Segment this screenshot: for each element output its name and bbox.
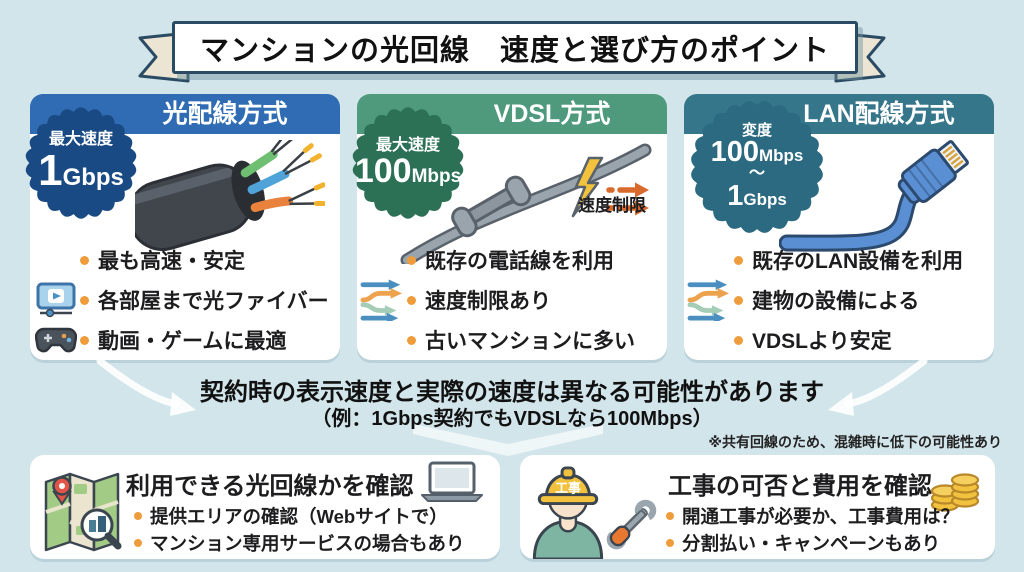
coins-icon	[930, 473, 980, 512]
badge-unit: Gbps	[743, 189, 787, 209]
badge-unit: Gbps	[62, 163, 124, 191]
list-item: 古いマンションに多い	[359, 320, 665, 360]
bullet-text: 分割払い・キャンペーンもあり	[682, 532, 941, 554]
max-speed-badge: 最大速度 100Mbps	[347, 102, 469, 224]
bullet-dot	[734, 295, 743, 305]
list-item: 最も高速・安定	[32, 240, 338, 280]
check-card-availability: 利用できる光回線かを確認 提供エリアの確認（Webサイトで） マンション専用サー…	[30, 455, 500, 559]
feature-list: 既存の電話線を利用 速度制限あり 古いマンションに多い	[359, 240, 665, 360]
method-card-vdsl: VDSL方式 最大速度 100Mbps 速度制限	[352, 94, 667, 360]
notice-line2: （例：1Gbps契約でもVDSLなら100Mbps）	[311, 408, 713, 430]
notice-line1: 契約時の表示速度と実際の速度は異なる可能性があります	[200, 379, 824, 406]
page-title: マンションの光回線 速度と選び方のポイント	[172, 21, 858, 74]
bullet-text: 速度制限あり	[425, 290, 551, 313]
bullet-dot	[407, 335, 416, 345]
bullet-text: 各部屋まで光ファイバー	[98, 290, 329, 313]
method-card-lan: LAN配線方式 変度 100Mbps 〜 1Gbps	[684, 94, 994, 360]
speed-arrows-icon	[686, 279, 734, 321]
bullet-text: 最も高速・安定	[98, 250, 245, 273]
laptop-icon	[421, 461, 483, 502]
bullet-text: 提供エリアの確認（Webサイトで）	[150, 505, 448, 527]
bullet-dot	[666, 538, 674, 547]
bullet-text: VDSLより安定	[752, 330, 892, 353]
bullet-text: 建物の設備による	[752, 290, 920, 313]
list-item: 動画・ゲームに最適	[32, 320, 338, 360]
bullet-dot	[80, 295, 89, 305]
badge-label: 変度	[741, 121, 772, 139]
list-item: 既存のLAN設備を利用	[686, 240, 992, 280]
video-player-icon	[32, 282, 80, 318]
check-list: 開通工事が必要か、工事費用は？ 分割払い・キャンペーンもあり	[666, 502, 959, 556]
badge-separator: 〜	[748, 165, 765, 183]
list-item: 分割払い・キャンペーンもあり	[666, 529, 959, 556]
game-controller-icon	[32, 326, 80, 354]
bullet-text: マンション専用サービスの場合もあり	[150, 532, 465, 554]
list-item: 提供エリアの確認（Webサイトで）	[134, 502, 465, 529]
bullet-dot	[134, 538, 142, 547]
list-item: マンション専用サービスの場合もあり	[134, 529, 465, 556]
check-card-construction: 工事 工事の可否と費用を確認	[520, 455, 995, 559]
bullet-text: 既存の電話線を利用	[425, 250, 614, 273]
speed-range-badge: 変度 100Mbps 〜 1Gbps	[686, 96, 828, 238]
list-item: 速度制限あり	[359, 279, 665, 321]
list-item: 既存の電話線を利用	[359, 240, 665, 280]
list-item: 各部屋まで光ファイバー	[32, 280, 338, 320]
badge-value: 100	[710, 135, 759, 168]
bullet-text: 開通工事が必要か、工事費用は？	[682, 505, 960, 527]
lan-cable-icon	[779, 140, 969, 252]
fiber-optic-cable-icon	[135, 140, 325, 251]
helmet-label: 工事	[555, 481, 581, 496]
feature-list: 最も高速・安定 各部屋まで光ファイバー	[32, 240, 338, 360]
method-card-fiber: 光配線方式 最大速度 1Gbps	[25, 94, 340, 360]
phone-line-speed-limit-icon	[400, 143, 652, 264]
badge-value: 1	[727, 179, 744, 212]
check-list: 提供エリアの確認（Webサイトで） マンション専用サービスの場合もあり	[134, 502, 465, 556]
max-speed-badge: 最大速度 1Gbps	[20, 102, 142, 224]
notice-footnote: ※共有回線のため、混雑時に低下の可能性あり	[708, 434, 1002, 450]
bullet-dot	[407, 295, 416, 305]
bullet-text: 動画・ゲームに最適	[98, 330, 287, 353]
bullet-dot	[80, 255, 89, 265]
speed-limit-label: 速度制限	[578, 196, 646, 215]
list-item: VDSLより安定	[686, 320, 992, 360]
feature-list: 既存のLAN設備を利用 建物の設備による VDSLより安定	[686, 240, 992, 360]
speed-arrows-icon	[359, 279, 407, 321]
bullet-dot	[734, 255, 743, 265]
check-card-title: 利用できる光回線かを確認	[126, 473, 414, 500]
construction-worker-icon: 工事	[532, 466, 604, 559]
bullet-dot	[734, 335, 743, 345]
badge-unit: Mbps	[759, 145, 804, 165]
check-card-title: 工事の可否と費用を確認	[668, 473, 932, 500]
badge-unit: Mbps	[411, 165, 462, 187]
bullet-dot	[407, 255, 416, 265]
bullet-text: 既存のLAN設備を利用	[752, 250, 964, 273]
crossed-tools-icon	[606, 499, 657, 550]
list-item: 開通工事が必要か、工事費用は？	[666, 502, 959, 529]
badge-label: 最大速度	[48, 131, 113, 149]
map-icon	[44, 472, 122, 552]
badge-value: 1	[38, 145, 63, 195]
badge-label: 最大速度	[375, 136, 440, 154]
bullet-dot	[80, 335, 89, 345]
bullet-dot	[666, 511, 674, 520]
badge-value: 100	[354, 151, 412, 190]
bullet-text: 古いマンションに多い	[425, 330, 635, 353]
bullet-dot	[134, 511, 142, 520]
list-item: 建物の設備による	[686, 279, 992, 321]
